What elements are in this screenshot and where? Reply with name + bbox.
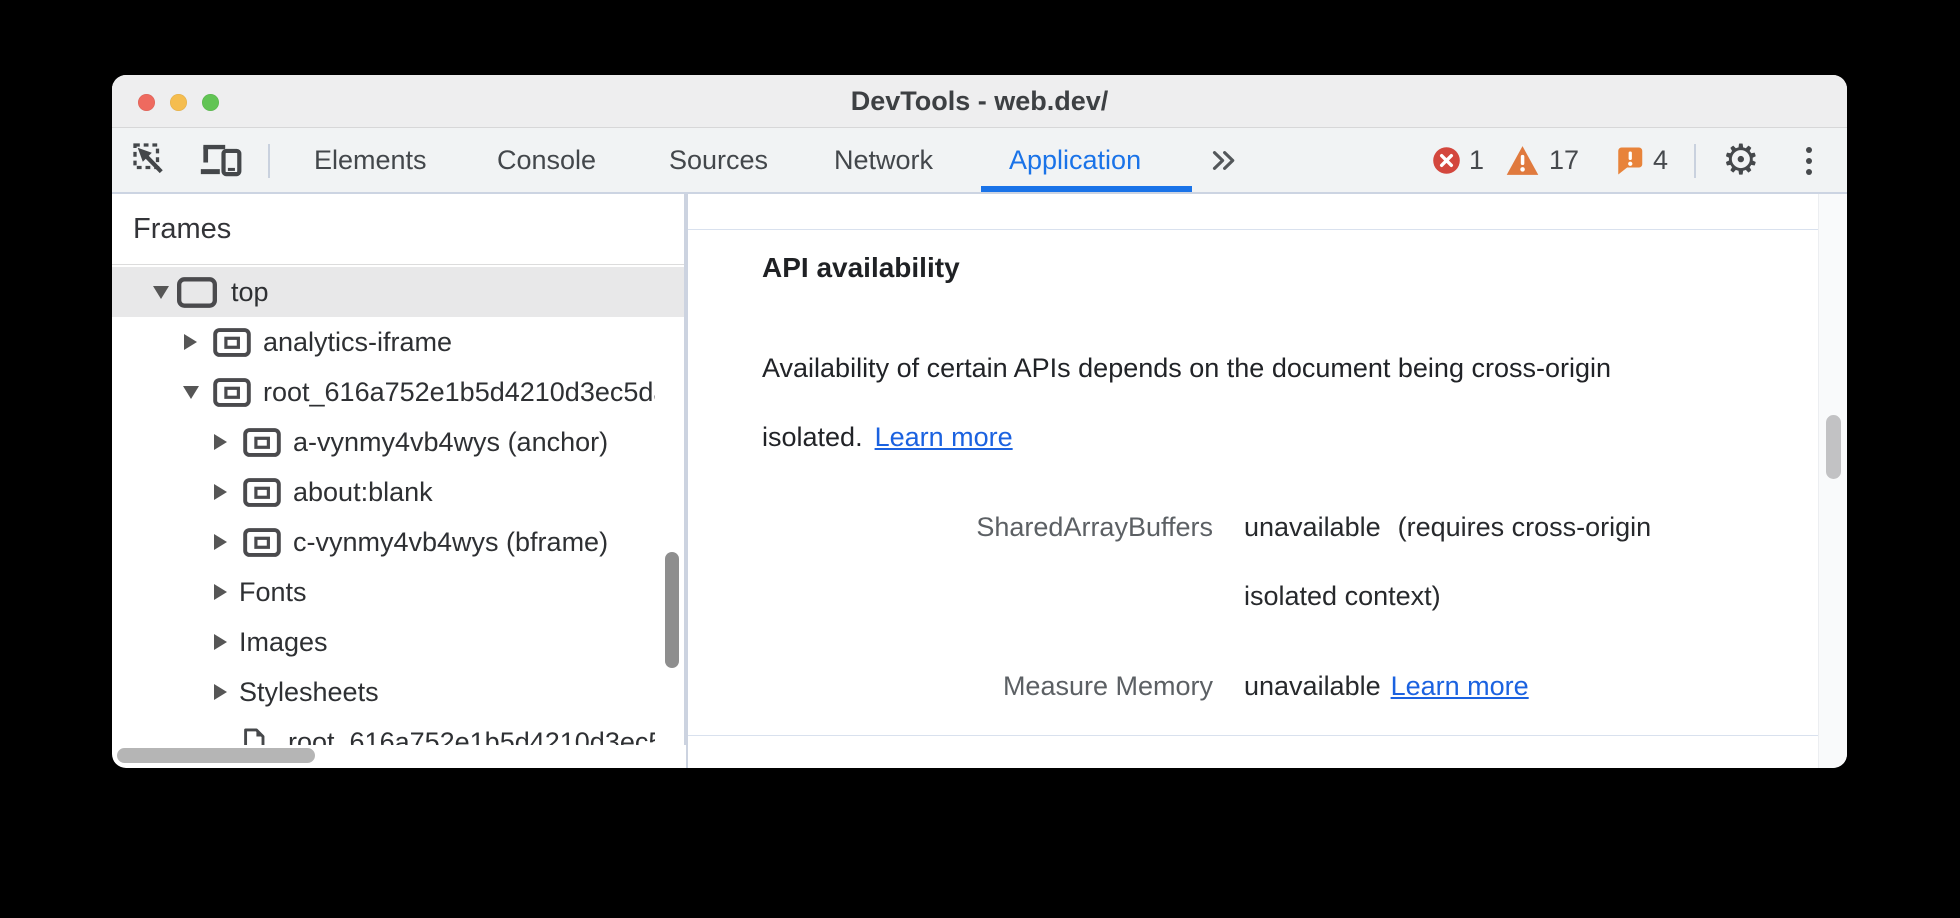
tab-console[interactable]: Console	[497, 145, 597, 175]
error-count: 1	[1469, 145, 1485, 175]
sidebar-horizontal-scrollbar[interactable]	[117, 748, 315, 763]
tree-item-label: Fonts	[239, 576, 307, 607]
tree-item-label: Stylesheets	[239, 676, 379, 707]
row-status: unavailable	[1244, 512, 1381, 542]
tree-item-fonts[interactable]: Fonts	[112, 567, 655, 617]
tree-item-root-document[interactable]: root_616a752e1b5d4210d3ec5da94e	[112, 717, 655, 745]
tree-item-about-blank[interactable]: about:blank	[112, 467, 655, 517]
frame-icon	[213, 377, 251, 407]
toolbar-divider	[268, 144, 270, 178]
toolbar-divider	[1694, 144, 1696, 178]
api-availability-grid: SharedArrayBuffers unavailable(requires …	[762, 493, 1730, 721]
frame-icon	[213, 327, 251, 357]
frames-section-header[interactable]: Frames	[112, 194, 684, 265]
row-label: Measure Memory	[1002, 671, 1213, 701]
tab-sources[interactable]: Sources	[669, 145, 769, 175]
chevron-right-icon[interactable]	[212, 434, 229, 450]
close-window-button[interactable]	[138, 94, 155, 111]
tree-item-label: top	[231, 276, 269, 307]
section-divider	[688, 735, 1818, 736]
chevron-right-icon[interactable]	[212, 484, 229, 500]
chevron-right-icon[interactable]	[182, 334, 199, 350]
tree-item-label: root_616a752e1b5d4210d3ec5da94e	[288, 726, 655, 746]
row-note: (requires cross-origin isolated context)	[1244, 512, 1652, 611]
minimize-window-button[interactable]	[170, 94, 187, 111]
application-panel: API availability Availability of certain…	[688, 194, 1818, 768]
chevron-right-icon[interactable]	[212, 634, 229, 650]
more-tabs-icon[interactable]	[1206, 128, 1240, 192]
tree-item-label: analytics-iframe	[263, 326, 453, 357]
devtools-toolbar: Elements Console Sources Network Applica…	[112, 128, 1847, 194]
section-divider	[688, 229, 1818, 230]
tree-item-label: c-vynmy4vb4wys (bframe)	[293, 526, 609, 557]
issues-icon[interactable]	[1613, 128, 1645, 192]
title-bar: DevTools - web.dev/	[112, 75, 1847, 128]
error-icon[interactable]	[1431, 128, 1461, 192]
description-text: Availability of certain APIs depends on …	[762, 353, 1611, 452]
devtools-window: DevTools - web.dev/	[112, 75, 1847, 768]
learn-more-link[interactable]: Learn more	[874, 422, 1013, 452]
tree-item-c-vynmy-bframe[interactable]: c-vynmy4vb4wys (bframe)	[112, 517, 655, 567]
tree-item-root-frame[interactable]: root_616a752e1b5d4210d3ec5da94e	[112, 367, 655, 417]
row-label: SharedArrayBuffers	[976, 512, 1213, 542]
api-availability-description: Availability of certain APIs depends on …	[762, 334, 1737, 472]
tree-item-a-vynmy-anchor[interactable]: a-vynmy4vb4wys (anchor)	[112, 417, 655, 467]
tab-application[interactable]: Application	[1009, 145, 1142, 175]
page-title: API availability	[762, 252, 960, 283]
warning-count: 17	[1549, 145, 1580, 175]
active-tab-underline	[981, 186, 1192, 192]
table-row: SharedArrayBuffers unavailable(requires …	[762, 493, 1730, 631]
sidebar-vertical-scrollbar[interactable]	[665, 552, 679, 668]
row-value: unavailable Learn more	[1244, 652, 1730, 721]
main-vertical-scrollbar[interactable]	[1826, 415, 1841, 479]
tree-item-stylesheets[interactable]: Stylesheets	[112, 667, 655, 717]
frame-icon	[243, 427, 281, 457]
tree-item-label: Images	[239, 626, 328, 657]
main-scrollbar-gutter	[1818, 194, 1847, 768]
chevron-right-icon[interactable]	[212, 534, 229, 550]
issues-count: 4	[1653, 145, 1669, 175]
tab-network[interactable]: Network	[834, 145, 934, 175]
warning-icon[interactable]	[1504, 128, 1540, 192]
table-row: Measure Memory unavailable Learn more	[762, 652, 1730, 721]
tree-item-label: about:blank	[293, 476, 433, 507]
frames-tree: top analytics-iframe root_616a752e1b5d42…	[112, 267, 655, 745]
gear-icon[interactable]: ⚙	[1722, 135, 1760, 184]
frame-icon	[243, 527, 281, 557]
tree-item-top[interactable]: top	[112, 267, 655, 317]
tree-item-label: root_616a752e1b5d4210d3ec5da94e	[263, 376, 655, 407]
device-toolbar-icon[interactable]	[198, 128, 244, 192]
document-icon	[242, 727, 266, 745]
panel-divider[interactable]	[686, 194, 688, 768]
window-title: DevTools - web.dev/	[850, 86, 1109, 116]
chevron-down-icon[interactable]	[182, 385, 199, 399]
frame-icon	[243, 477, 281, 507]
tree-item-label: a-vynmy4vb4wys (anchor)	[293, 426, 609, 457]
kebab-menu-icon[interactable]	[1806, 147, 1812, 175]
zoom-window-button[interactable]	[202, 94, 219, 111]
learn-more-link[interactable]: Learn more	[1390, 671, 1529, 701]
chevron-down-icon[interactable]	[152, 285, 169, 299]
row-status: unavailable	[1244, 671, 1381, 701]
top-frame-icon	[176, 276, 218, 308]
chevron-right-icon[interactable]	[212, 684, 229, 700]
chevron-right-icon[interactable]	[212, 584, 229, 600]
tree-item-analytics-iframe[interactable]: analytics-iframe	[112, 317, 655, 367]
frames-sidebar: Frames top analytics-iframe	[112, 194, 686, 745]
row-value: unavailable(requires cross-origin isolat…	[1244, 493, 1730, 631]
tab-elements[interactable]: Elements	[314, 145, 427, 175]
inspect-icon[interactable]	[130, 128, 170, 192]
tree-item-images[interactable]: Images	[112, 617, 655, 667]
